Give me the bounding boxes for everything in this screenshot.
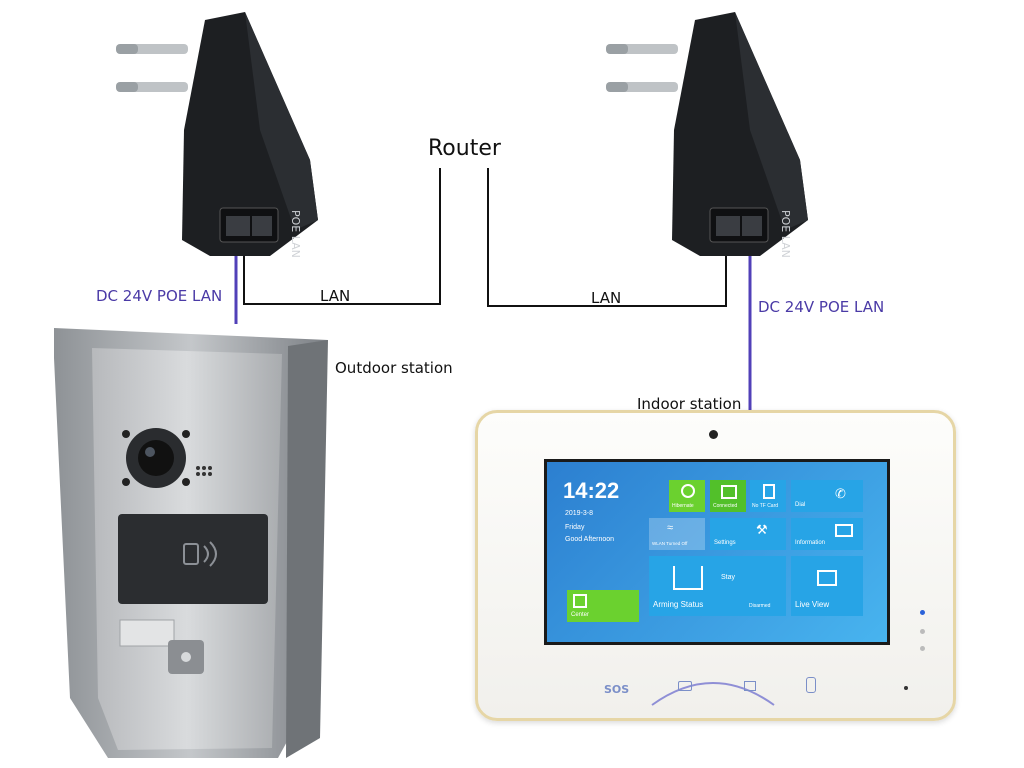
- poe-label-right: DC 24V POE LAN: [758, 298, 885, 316]
- tile-center-label: Center: [571, 612, 590, 618]
- clock-time: 14:22: [563, 478, 620, 503]
- house-icon: [673, 566, 703, 590]
- tile-live-view[interactable]: Live View: [791, 556, 863, 616]
- sos-button[interactable]: SOS: [604, 683, 630, 696]
- sd-card-icon: [763, 484, 775, 499]
- tile-arming-label: Arming Status: [653, 600, 704, 609]
- tile-disarmed-label: Disarmed: [749, 603, 771, 609]
- clock-greeting: Good Afternoon: [565, 536, 615, 543]
- tile-information-label: Information: [795, 540, 826, 546]
- indoor-station: 14:22 2019-3-8 Friday Good Afternoon Hib…: [475, 410, 956, 721]
- lan-label-left: LAN: [320, 287, 351, 305]
- microphone-icon: [904, 686, 908, 690]
- lan-label-right: LAN: [591, 289, 622, 307]
- clock-date: 2019-3-8: [565, 510, 594, 517]
- indoor-station-label: Indoor station: [637, 395, 742, 413]
- network-icon: [721, 485, 737, 499]
- indoor-touchscreen[interactable]: 14:22 2019-3-8 Friday Good Afternoon Hib…: [544, 459, 890, 645]
- front-camera-icon: [709, 430, 718, 439]
- poe-label-left: DC 24V POE LAN: [96, 287, 223, 305]
- power-icon: [681, 484, 695, 498]
- poe-adapter-left: POE LAN: [116, 12, 318, 258]
- monitor-camera-icon[interactable]: [744, 681, 756, 691]
- tile-center[interactable]: Center: [567, 590, 639, 622]
- center-icon: [573, 594, 587, 608]
- tile-no-tf-card[interactable]: No TF Card: [750, 480, 786, 512]
- tile-stay-label: Stay: [721, 574, 736, 581]
- status-led-3: [920, 646, 925, 651]
- tile-arming[interactable]: Stay Arming Status Disarmed: [649, 556, 786, 616]
- tile-dial-label: Dial: [795, 502, 806, 508]
- tile-hibernate[interactable]: Hibernate: [669, 480, 705, 512]
- tile-hibernate-label: Hibernate: [672, 503, 694, 509]
- talk-person-icon[interactable]: [806, 677, 816, 693]
- tile-connected[interactable]: Connected: [710, 480, 746, 512]
- tile-wlan-label: WLAN Turned Off: [652, 541, 688, 546]
- outdoor-station: [54, 328, 328, 758]
- phone-icon: ✆: [835, 486, 846, 501]
- wifi-icon: ≈: [667, 522, 674, 534]
- tile-no-tf-card-label: No TF Card: [752, 503, 779, 509]
- router-label: Router: [428, 136, 501, 161]
- status-led-2: [920, 629, 925, 634]
- clock-weekday: Friday: [565, 524, 585, 531]
- rfid-icon: [183, 541, 217, 567]
- envelope-icon: [835, 524, 853, 537]
- name-plate: [119, 619, 175, 647]
- tile-connected-label: Connected: [713, 503, 738, 509]
- card-reader-panel: [118, 514, 268, 604]
- tile-settings-label: Settings: [714, 540, 736, 546]
- tile-dial[interactable]: ✆ Dial: [791, 480, 863, 512]
- tile-wlan[interactable]: ≈ WLAN Turned Off: [649, 518, 705, 550]
- bottom-arc: [651, 682, 775, 706]
- status-led-1: [920, 610, 925, 615]
- speaker-grille-icon: [196, 466, 212, 476]
- lan-cable-right: [487, 168, 727, 307]
- outdoor-station-label: Outdoor station: [335, 359, 453, 377]
- wrench-icon: ⚒: [756, 522, 768, 537]
- poe-adapter-right: POE LAN: [606, 12, 808, 258]
- lan-cable-left: [243, 168, 441, 305]
- tile-settings[interactable]: ⚒ Settings: [710, 518, 786, 550]
- tile-information[interactable]: Information: [791, 518, 863, 550]
- unlock-key-icon[interactable]: [678, 681, 692, 691]
- video-camera-icon: [817, 570, 837, 586]
- adapter-port-label-right: POE LAN: [779, 210, 792, 258]
- adapter-port-label: POE LAN: [289, 210, 302, 258]
- tile-live-view-label: Live View: [795, 600, 830, 609]
